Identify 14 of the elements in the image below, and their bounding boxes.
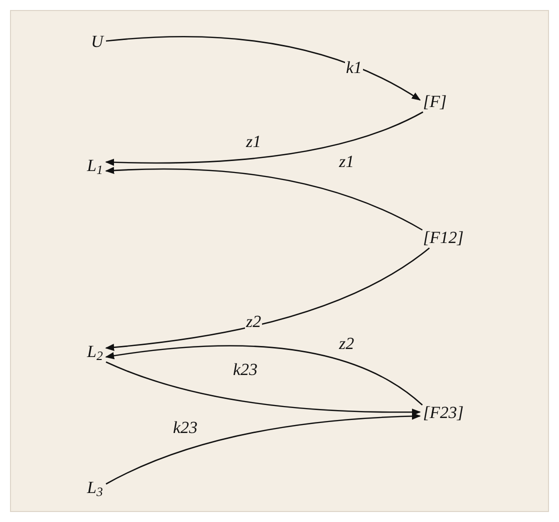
arrow [106,361,421,416]
species-label: U [88,32,106,52]
arrow [105,111,424,166]
species-label: [F12] [420,228,467,248]
arrow [105,167,423,231]
species-label: L$_{2}$ [84,342,106,362]
arrow [105,345,423,406]
arrow [106,36,421,101]
species-label: L$_{3}$ [84,478,106,498]
arrow [105,247,430,351]
arrow [106,412,421,485]
species-label: [F23] [420,403,467,423]
species-label: L$_{1}$ [84,156,106,176]
species-label: [F] [420,92,450,112]
